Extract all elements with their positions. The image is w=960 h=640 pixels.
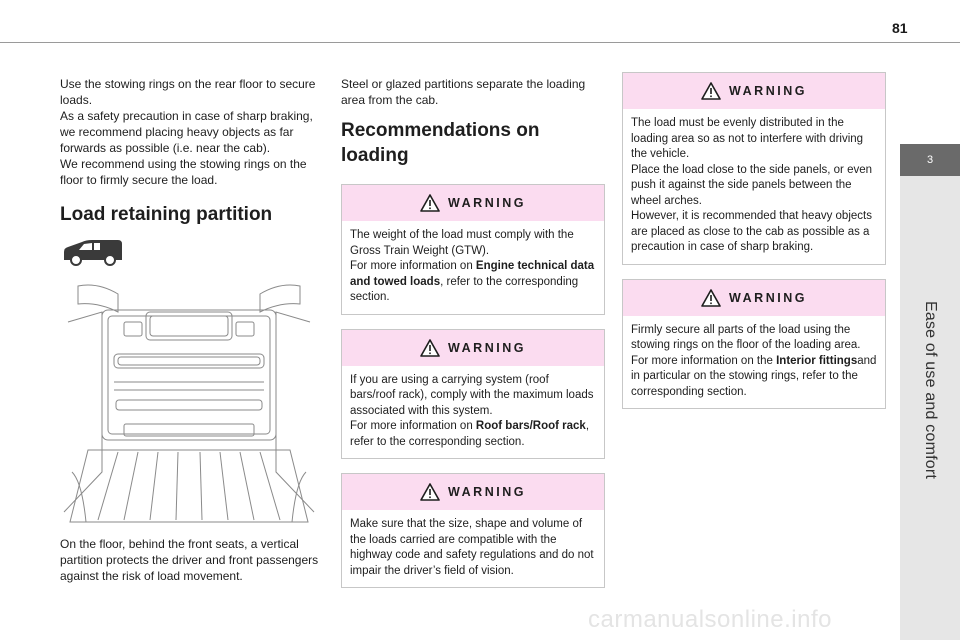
warning-title: WARNING — [729, 84, 807, 98]
column-1: Use the stowing rings on the rear floor … — [60, 76, 322, 227]
warning-box-distribution: WARNING The load must be evenly distribu… — [622, 72, 886, 265]
warning-title: WARNING — [729, 290, 807, 305]
partition-caption-block: On the floor, behind the front seats, a … — [60, 536, 322, 584]
warning-triangle-icon — [420, 483, 440, 501]
load-partition-illustration — [63, 284, 315, 523]
warning-header: WARNING — [623, 73, 885, 109]
warning-text-part: If you are using a carrying system (roof… — [350, 373, 594, 433]
warning-text-part: , refer to the corresponding section. — [350, 275, 579, 304]
warning-box-secure: WARNING Firmly secure all parts of the l… — [622, 278, 886, 409]
chapter-tab[interactable]: 3 — [900, 144, 960, 176]
warning-box-visibility: WARNING Make sure that the size, shape a… — [341, 473, 605, 588]
section-heading-partition: Load retaining partition — [60, 204, 273, 225]
page-number: 81 — [892, 20, 908, 36]
header-rule — [0, 42, 960, 43]
warning-box-roof: WARNING If you are using a carrying syst… — [341, 328, 605, 459]
warning-text: Firmly secure all parts of the load usin… — [623, 316, 885, 409]
warning-text: The weight of the load must comply with … — [342, 221, 604, 314]
chapter-title: Ease of use and comfort — [922, 300, 939, 480]
warning-header: WARNING — [342, 185, 604, 221]
warning-box-weight: WARNING The weight of the load must comp… — [341, 184, 605, 315]
van-side-icon — [64, 240, 122, 266]
warning-text-part: Firmly secure all parts of the load usin… — [631, 323, 861, 367]
chapter-strip — [900, 176, 960, 640]
warning-title: WARNING — [448, 485, 526, 499]
watermark: carmanualsonline.info — [588, 606, 832, 633]
column-3: WARNING The load must be evenly distribu… — [622, 72, 886, 409]
warning-header: WARNING — [342, 474, 604, 510]
warning-text-part: The weight of the load must comply with … — [350, 229, 574, 272]
column-2: Steel or glazed partitions separate the … — [341, 76, 605, 588]
partition-types-paragraph: Steel or glazed partitions separate the … — [341, 77, 586, 107]
warning-link-text: Interior fittings — [776, 354, 858, 367]
warning-triangle-icon — [420, 194, 440, 212]
warning-text-part: and in particular on the stowing rings, … — [631, 354, 877, 398]
warning-triangle-icon — [701, 82, 721, 100]
warning-link-text: Roof bars/Roof rack — [475, 420, 586, 432]
warning-text: If you are using a carrying system (roof… — [342, 366, 604, 459]
partition-caption: On the floor, behind the front seats, a … — [60, 537, 319, 583]
warning-header: WARNING — [623, 279, 885, 316]
intro-paragraph: Use the stowing rings on the rear floor … — [60, 77, 316, 187]
warning-header: WARNING — [342, 329, 604, 366]
warning-title: WARNING — [448, 340, 526, 355]
warning-text: The load must be evenly distributed in t… — [631, 117, 873, 253]
warning-title: WARNING — [448, 196, 526, 210]
warning-text: Make sure that the size, shape and volum… — [350, 518, 594, 577]
section-heading-recommendations: Recommendations on loading — [341, 120, 540, 166]
warning-triangle-icon — [701, 288, 721, 307]
warning-text-part: , refer to the corresponding section. — [350, 420, 590, 448]
warning-triangle-icon — [420, 338, 440, 357]
warning-link-text: Engine technical data and towed loads — [350, 260, 595, 288]
